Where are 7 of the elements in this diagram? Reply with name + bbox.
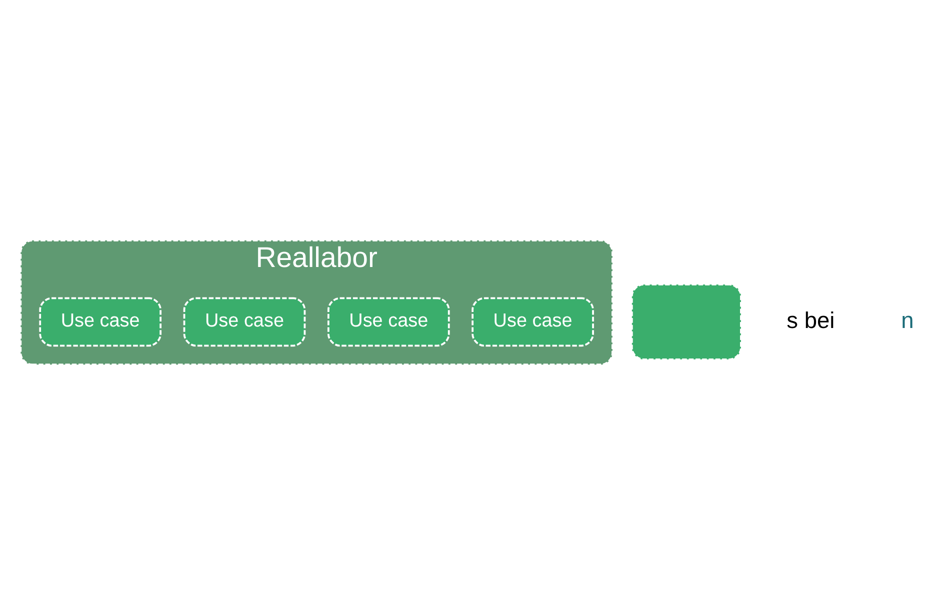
node-box [630,284,742,360]
label: s bei [786,306,835,333]
node-box: Use case [39,297,162,347]
node-box: Use case [472,297,594,347]
node-box: Use case [183,297,306,347]
node-box: Use case [327,297,450,347]
label: n [901,306,914,333]
